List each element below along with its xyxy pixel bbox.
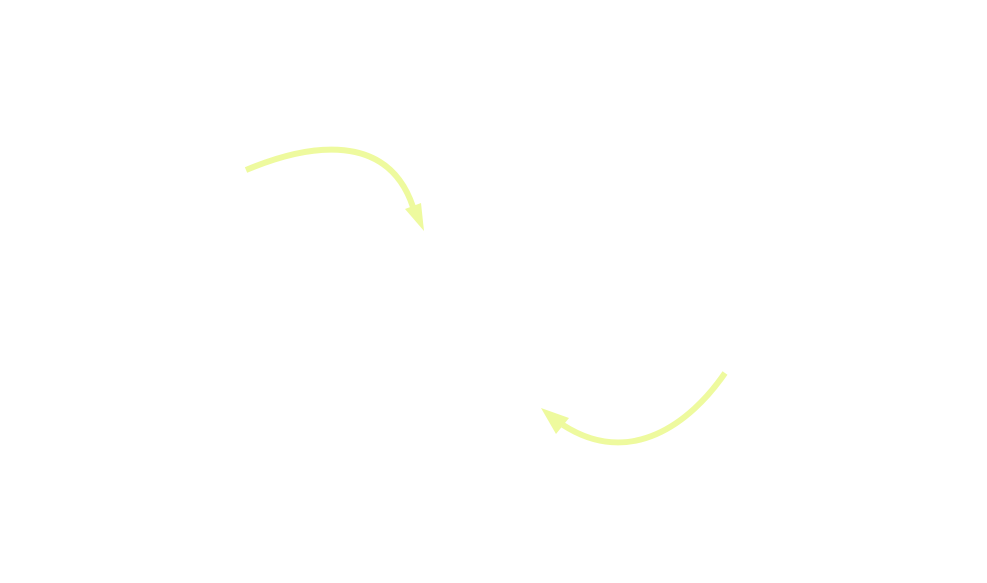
top-arrow-head: [405, 203, 424, 231]
top-curved-arrow: [244, 146, 424, 231]
bottom-curved-arrow: [541, 371, 728, 446]
top-arrow-shaft: [244, 146, 416, 208]
bottom-arrow-head: [541, 408, 569, 434]
bottom-arrow-shaft: [561, 371, 728, 446]
